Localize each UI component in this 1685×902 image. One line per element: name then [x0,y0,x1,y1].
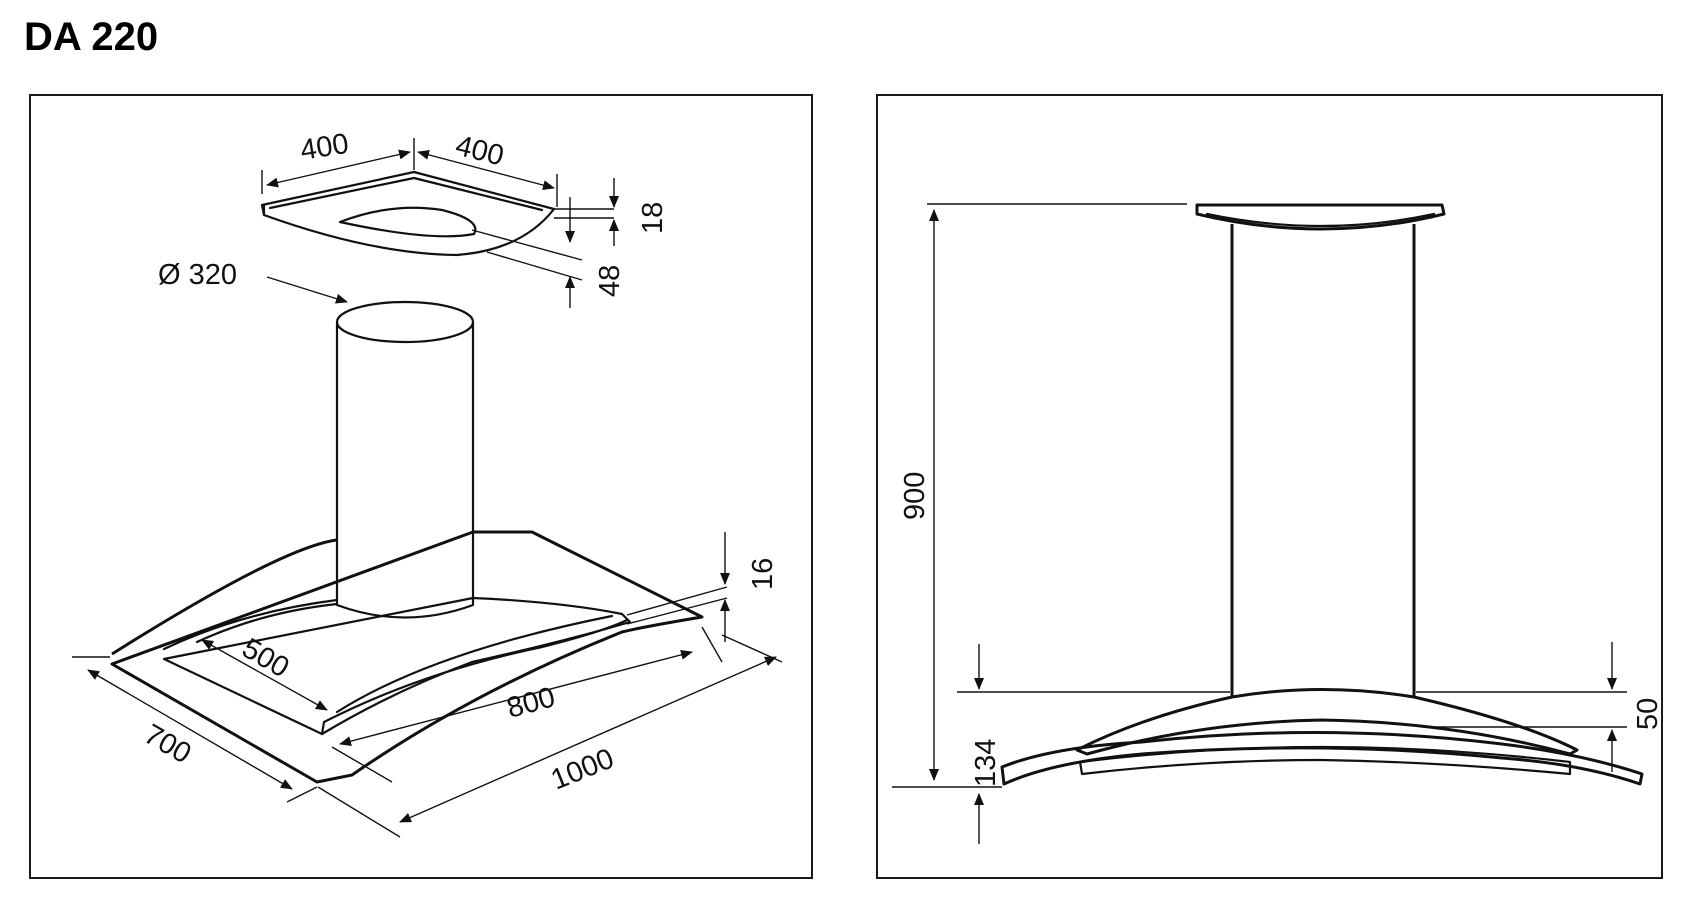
dim-glass-thickness-label: 16 [747,558,779,590]
dim-canopy-height-label: 134 [970,739,1002,787]
plate-dimensions [261,138,619,308]
dim-depth-outer-label: 700 [139,718,197,770]
front-view-panel: 900 134 50 [876,94,1664,879]
dim-total-height-label: 900 [899,472,931,520]
dim-depth-inner-label: 500 [237,632,295,684]
front-chimney [1230,224,1416,697]
isometric-drawing: 400 400 18 48 Ø 320 16 500 800 700 1000 [72,128,783,838]
dim-width-inner-label: 800 [504,681,559,724]
dim-width-outer-label: 1000 [547,743,619,797]
front-ceiling-plate [1195,203,1446,231]
dim-top-left-label: 400 [298,128,351,167]
dim-plate-thickness-label: 18 [637,202,669,234]
dim-plate-height-label: 48 [594,265,626,297]
dim-body-height-label: 50 [1632,698,1664,730]
front-elevation-drawing: 900 134 50 [892,203,1664,844]
ceiling-plate [260,170,556,257]
chimney [335,300,475,619]
isometric-view-panel: 400 400 18 48 Ø 320 16 500 800 700 1000 [29,94,813,879]
canopy-dimensions [72,532,783,838]
chimney-diameter-dimension [266,276,348,304]
product-title: DA 220 [24,15,159,59]
dim-chimney-diameter-label: Ø 320 [158,259,237,291]
front-dimensions [892,203,1627,844]
dim-top-right-label: 400 [452,130,507,173]
canopy [110,530,704,784]
front-canopy [1000,688,1644,786]
